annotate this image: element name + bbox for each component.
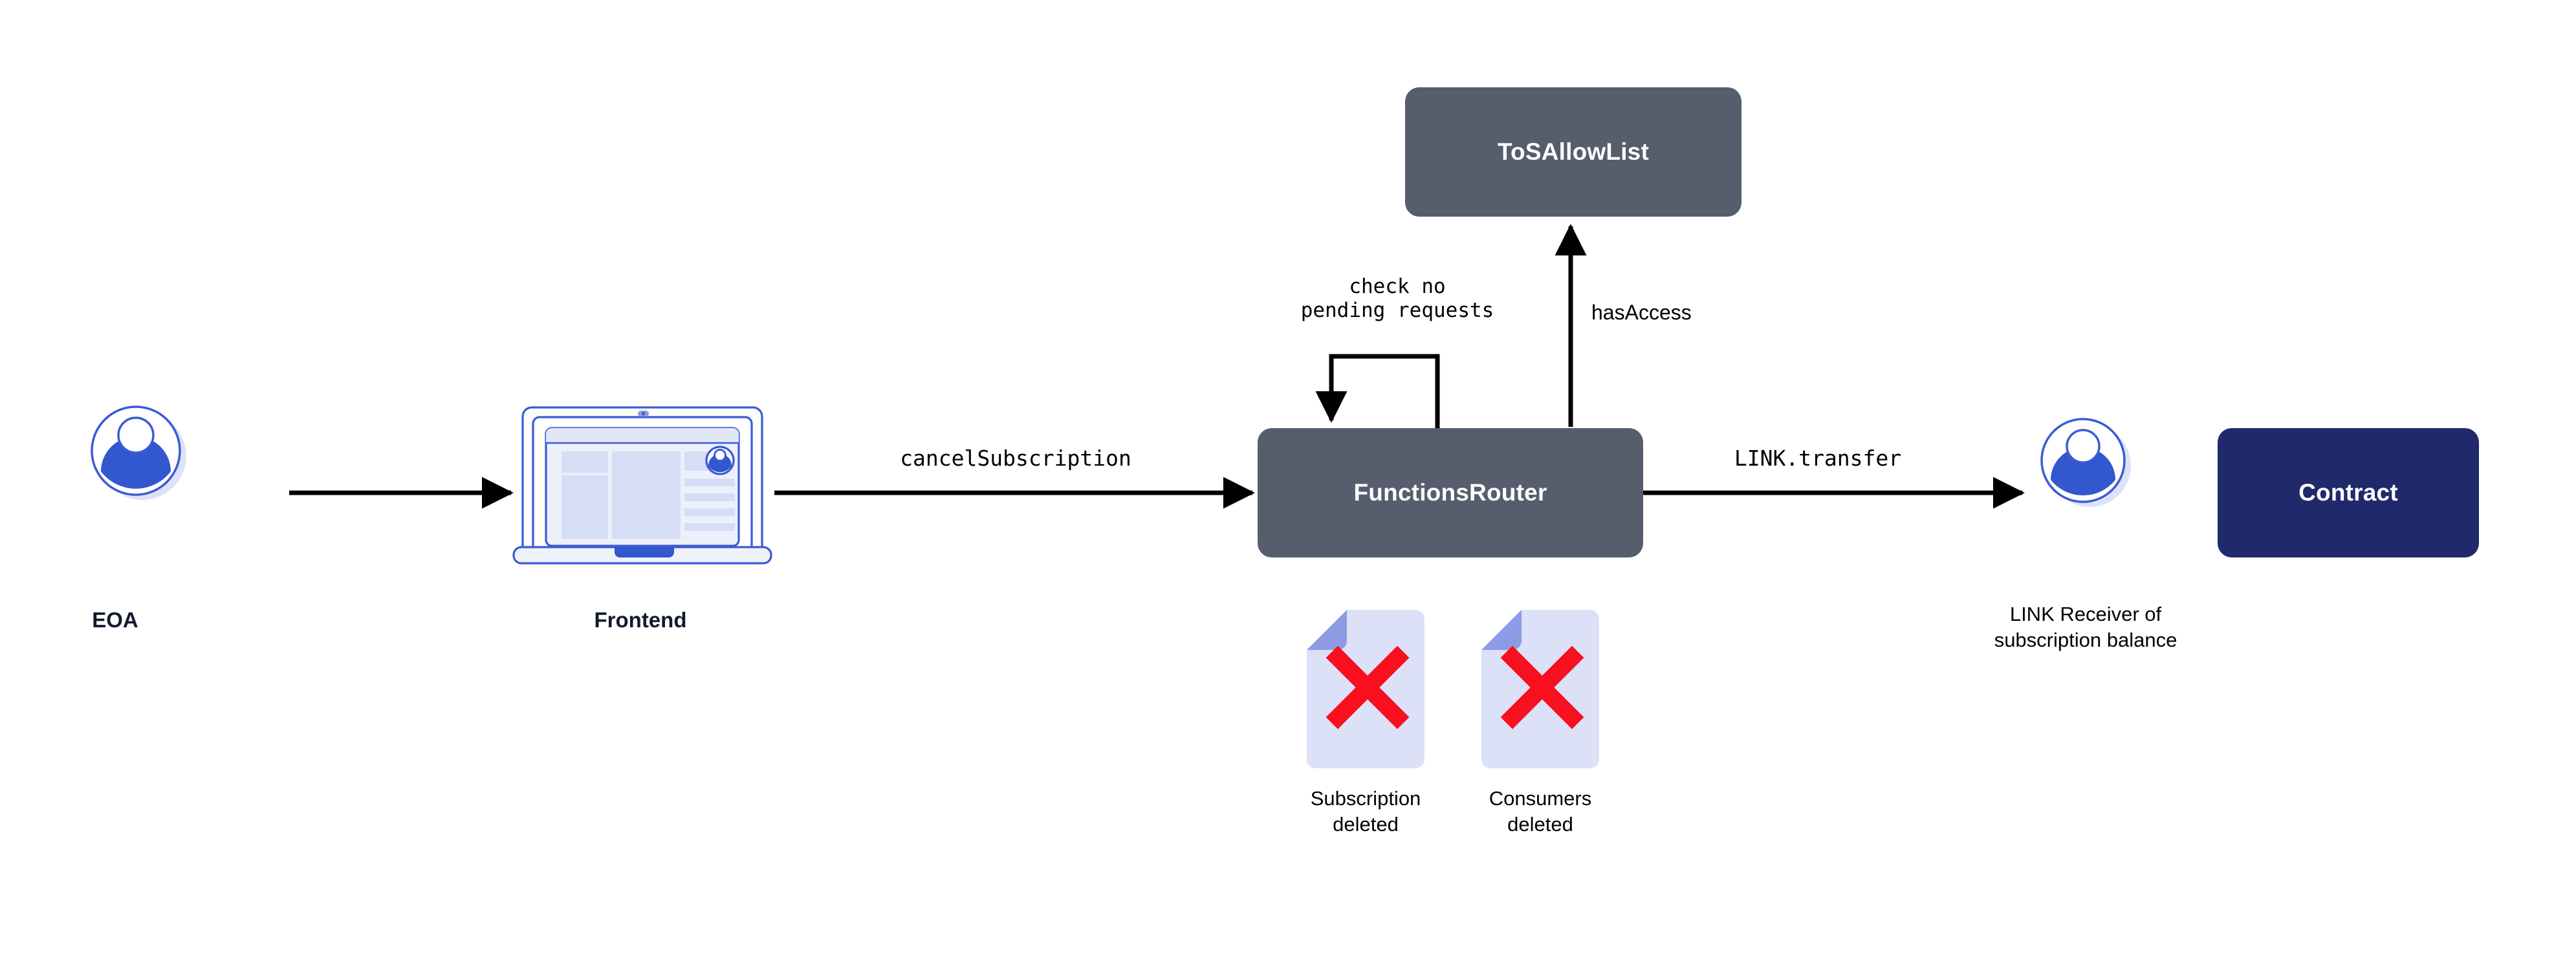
eoa-label: EOA	[92, 608, 138, 632]
node-tos-allow-list[interactable]: ToSAllowList	[1405, 87, 1741, 217]
contract-label: Contract	[2298, 479, 2398, 506]
artifact-label-consumers-deleted: Consumers deleted	[1489, 787, 1592, 836]
artifact-label-subscription-deleted: Subscription deleted	[1310, 787, 1421, 836]
laptop-icon	[512, 406, 772, 565]
functions-router-label: FunctionsRouter	[1353, 479, 1547, 506]
node-contract[interactable]: Contract	[2218, 428, 2479, 557]
link-receiver-caption: LINK Receiver of subscription balance	[1994, 603, 2178, 652]
edge-label-link-transfer: LINK.transfer	[1734, 446, 1902, 471]
node-functions-router[interactable]: FunctionsRouter	[1258, 428, 1643, 557]
edge-label-has-access: hasAccess	[1591, 301, 1692, 324]
edge-label-check-no-pending-requests: check no pending requests	[1300, 275, 1494, 322]
eoa-avatar-icon	[91, 405, 186, 500]
link-receiver-avatar-icon	[2040, 418, 2131, 507]
document-deleted-icon-subscription	[1307, 610, 1424, 768]
arrow-router-self-loop	[1315, 354, 1440, 430]
edge-label-cancel-subscription: cancelSubscription	[900, 446, 1131, 471]
document-deleted-icon-consumers	[1481, 610, 1599, 768]
tos-allow-list-label: ToSAllowList	[1498, 138, 1649, 165]
frontend-label: Frontend	[594, 608, 687, 632]
